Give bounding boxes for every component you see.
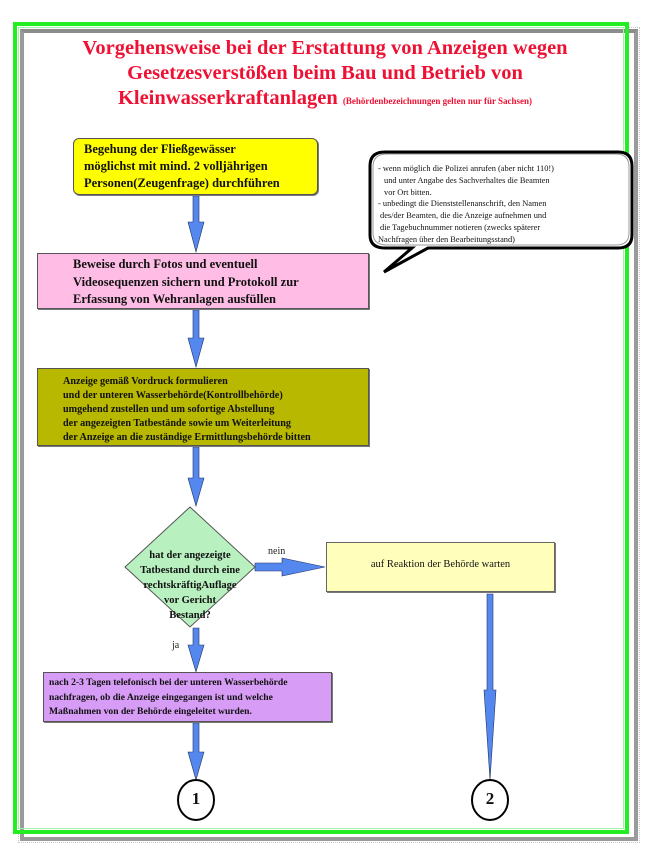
label-no: nein (268, 546, 286, 557)
step2-line: Erfassung von Wehranlagen ausfüllen (73, 292, 276, 306)
step-inspect-waters: Begehung der Fließgewässer möglichst mit… (73, 138, 318, 195)
step-file-report: Anzeige gemäß Vordruck formulieren und d… (37, 368, 369, 446)
step5-line: nach 2-3 Tagen telefonisch bei der unter… (49, 677, 288, 688)
callout-line: Nachfragen über den Bearbeitungsstand) (378, 234, 515, 244)
step-follow-up-call: nach 2-3 Tagen telefonisch bei der unter… (43, 672, 332, 722)
connector-1-label: 1 (191, 789, 201, 808)
page-frame (13, 22, 629, 834)
title-line-1: Vorgehensweise bei der Erstattung von An… (82, 37, 568, 59)
step3-line: und der unteren Wasserbehörde(Kontrollbe… (63, 390, 283, 401)
decision-line: Bestand? (169, 610, 211, 621)
arrow-no-to-connector-2 (483, 593, 497, 781)
step3-line: Anzeige gemäß Vordruck formulieren (63, 376, 228, 387)
callout-text: - wenn möglich die Polizei anrufen (aber… (378, 163, 633, 246)
arrow-step1-to-step2 (187, 195, 205, 254)
page-frame-inner (18, 27, 624, 829)
title-line-2: Gesetzesverstößen beim Bau und Betrieb v… (127, 62, 523, 84)
arrow-yes-to-connector-1 (187, 722, 205, 782)
title-line-3-main: Kleinwasserkraftanlagen (117, 87, 338, 109)
connector-2-circle (471, 779, 509, 821)
decision-line: vor Gericht (164, 595, 216, 606)
callout-line: - unbedingt die Dienststellenanschrift, … (378, 199, 547, 209)
step1-line: möglichst mit mind. 2 volljährigen (84, 159, 268, 173)
step1-line: Personen(Zeugenfrage) durchführen (84, 176, 280, 190)
step2-line: Videosequenzen sichern und Protokoll zur (73, 274, 299, 289)
arrow-decision-no (254, 557, 326, 577)
page-frame-shadow (18, 27, 640, 843)
callout-line: und unter Angabe des Sachverhaltes die B… (384, 175, 550, 185)
callout-line: die Tagebuchnummer notieren (zwecks spät… (380, 222, 541, 232)
callout-line: - wenn möglich die Polizei anrufen (aber… (378, 164, 554, 173)
step3-line: umgehend zustellen und um sofortige Abst… (63, 404, 275, 415)
decision-text: hat der angezeigte Tatbestand durch eine… (135, 548, 245, 623)
step-wait-for-authority: auf Reaktion der Behörde warten (326, 542, 555, 592)
step2-line: Beweise durch Fotos und eventuell (73, 257, 258, 271)
decision-diamond (124, 506, 256, 628)
label-yes: ja (172, 640, 180, 651)
decision-line: rechtskräftigAuflage (143, 580, 237, 591)
decision-line: Tatbestand durch eine (140, 565, 240, 576)
step3-line: der angezeigten Tatbestände sowie um Wei… (63, 418, 291, 429)
page-title: Vorgehensweise bei der Erstattung von An… (30, 36, 620, 114)
callout-line: vor Ort bitten. (384, 187, 432, 197)
decision-line: hat der angezeigte (149, 550, 231, 561)
step1-line: Begehung der Fließgewässer (84, 142, 236, 156)
title-note: (Behördenbezeichnungen gelten nur für Sa… (342, 96, 533, 106)
arrow-decision-yes (187, 627, 205, 674)
step-secure-evidence: Beweise durch Fotos und eventuell Videos… (37, 253, 369, 309)
callout-bubble (368, 150, 634, 274)
callout-line: des/der Beamten, die die Anzeige aufnehm… (380, 211, 547, 221)
title-line-3: Kleinwasserkraftanlagen (Behördenbezeich… (30, 86, 620, 114)
step5-line: nachfragen, ob die Anzeige eingegangen i… (49, 691, 273, 703)
arrow-step3-to-decision (187, 446, 205, 508)
arrow-step2-to-step3 (187, 309, 205, 369)
connector-2-label: 2 (485, 789, 495, 808)
step5-line: Maßnahmen von der Behörde eingeleitet wu… (49, 706, 252, 717)
step3-line: der Anzeige an die zuständige Ermittlung… (63, 432, 311, 443)
connector-1-circle (177, 779, 215, 821)
